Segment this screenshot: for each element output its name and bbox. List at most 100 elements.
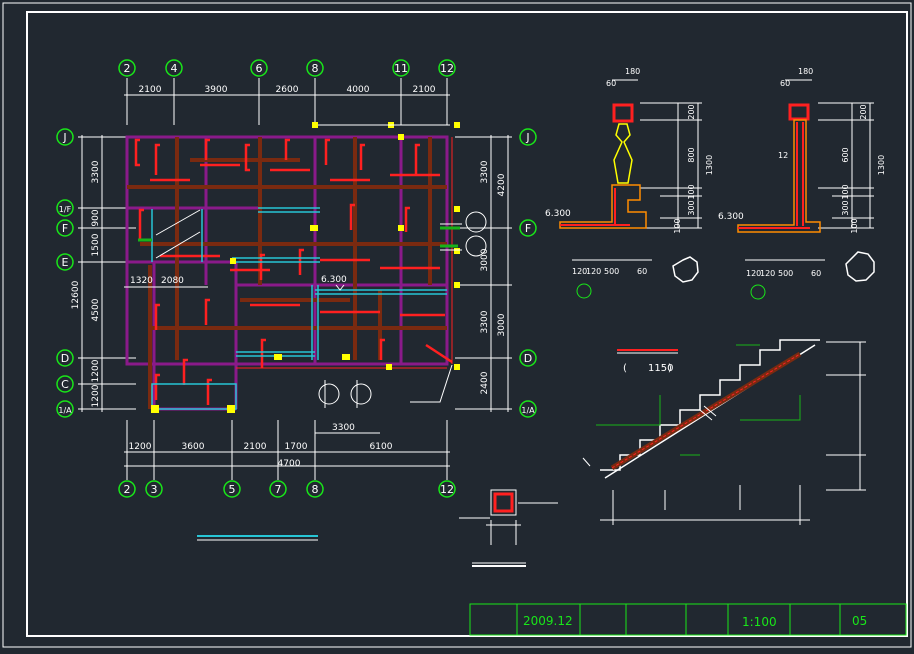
d2-top-dim-0: 180 [798, 67, 813, 76]
top-dimension-line [124, 78, 450, 125]
cyan-lines [151, 207, 447, 410]
axis-right-3-circle [519, 400, 537, 418]
d2-right-dim-0: 200 [859, 104, 868, 119]
d1-top-dim-0: 180 [625, 67, 640, 76]
title-scale: 1:100 [742, 615, 777, 629]
axis-top-3-label: 8 [312, 62, 319, 75]
axis-bottom-2-circle [223, 480, 241, 498]
axis-bottom-4-circle [306, 480, 324, 498]
title-date: 2009.12 [523, 614, 573, 628]
floor-plan: 6.300 1320 2080 3300 2100390026004000210… [56, 59, 537, 498]
axis-top-5-label: 12 [440, 62, 454, 75]
axis-right-1: F [519, 219, 537, 237]
axis-left-1-label: 1/F [59, 205, 72, 214]
title-sheet: 05 [852, 614, 867, 628]
column-outline [490, 489, 517, 516]
detail2-coping [788, 103, 810, 121]
d2-level: 6.300 [718, 212, 744, 222]
axis-bottom-4-label: 8 [312, 483, 319, 496]
axis-bottom-3-label: 7 [275, 483, 282, 496]
axis-top-1-circle [165, 59, 183, 77]
axis-top-0: 2 [118, 59, 136, 77]
axis-top-4-label: 11 [394, 62, 408, 75]
dim-top-4: 2100 [413, 85, 436, 95]
dim-right-mid: 3000 [497, 313, 507, 336]
d2-right-dim-5: 100 [850, 218, 859, 233]
axis-bottom-2: 5 [223, 480, 241, 498]
column-rebar [493, 492, 514, 513]
axis-bottom-1-label: 3 [151, 483, 158, 496]
axis-top-3-circle [306, 59, 324, 77]
axis-bottom-0-label: 2 [124, 483, 131, 496]
d1-right-dim-1: 800 [687, 147, 696, 162]
axis-left-4-circle [56, 349, 74, 367]
dim-left-1: 900 [91, 209, 101, 226]
axis-bottom-1: 3 [145, 480, 163, 498]
axis-right-0-circle [519, 128, 537, 146]
axis-right-3-label: 1/A [521, 406, 535, 415]
dim-top-3: 4000 [347, 85, 370, 95]
axis-top-4: 11 [392, 59, 410, 77]
axis-top-0-label: 2 [124, 62, 131, 75]
dim-bottom-1: 3600 [182, 442, 205, 452]
axis-left-2-label: F [62, 222, 68, 235]
d2-right-dim-2: 1300 [877, 155, 886, 175]
axis-right-0: J [519, 128, 537, 146]
dim-bottom-0: 1200 [129, 442, 152, 452]
d1-right-dim-5: 100 [673, 218, 682, 233]
axis-left-0: J [56, 128, 74, 146]
d1-bottom-dim-0: 120 [572, 267, 587, 276]
axis-bottom-4: 8 [306, 480, 324, 498]
axis-left-0-circle [56, 128, 74, 146]
axis-left-5-circle [56, 375, 74, 393]
axis-right-0-label: J [525, 131, 529, 144]
d1-bottom-dim-3: 60 [637, 267, 647, 276]
axis-bottom-5-label: 12 [440, 483, 454, 496]
d1-top-dim-1: 60 [606, 79, 616, 88]
misc-white-lines [318, 124, 487, 408]
axis-top-2-label: 6 [256, 62, 263, 75]
dim-3300-bottom: 3300 [332, 423, 355, 433]
d2-bottom-dim-3: 60 [811, 269, 821, 278]
axis-top-4-circle [392, 59, 410, 77]
d2-top-dim-1: 60 [780, 79, 790, 88]
detail1-octagon [672, 256, 699, 283]
stair-section: ( 1150 ) [582, 339, 866, 525]
dim-top-1: 3900 [205, 85, 228, 95]
axis-left-1: 1/F [56, 199, 74, 217]
stair-label-close: ) [668, 363, 672, 374]
right-dimension-lines [455, 135, 512, 412]
axis-left-3-label: E [62, 256, 69, 269]
d2-bottom-dim-1: 120 [760, 269, 775, 278]
rebar-marks [134, 138, 453, 405]
title-block-dividers [516, 604, 841, 635]
axis-left-0-label: J [62, 131, 66, 144]
stair-label-value: 1150 [648, 363, 673, 374]
dim-top-2: 2600 [276, 85, 299, 95]
axis-top-3: 8 [306, 59, 324, 77]
axis-bottom-5: 12 [438, 480, 456, 498]
axis-left-3: E [56, 253, 74, 271]
dim-left-0: 3300 [91, 160, 101, 183]
d1-level: 6.300 [545, 209, 571, 219]
d1-right-dim-0: 200 [687, 104, 696, 119]
axis-right-2-circle [519, 349, 537, 367]
detail1-handrail [612, 103, 634, 123]
plan-level-label: 6.300 [321, 275, 347, 285]
d2-right-dim-4: 300 [841, 200, 850, 215]
axis-right-1-label: F [525, 222, 531, 235]
plan-level-triangle [335, 284, 345, 291]
dim-top-0: 2100 [139, 85, 162, 95]
axis-bottom-0-circle [118, 480, 136, 498]
axis-left-2: F [56, 219, 74, 237]
axis-right-1-circle [519, 219, 537, 237]
axis-top-0-circle [118, 59, 136, 77]
stair-diagonals [155, 209, 201, 259]
